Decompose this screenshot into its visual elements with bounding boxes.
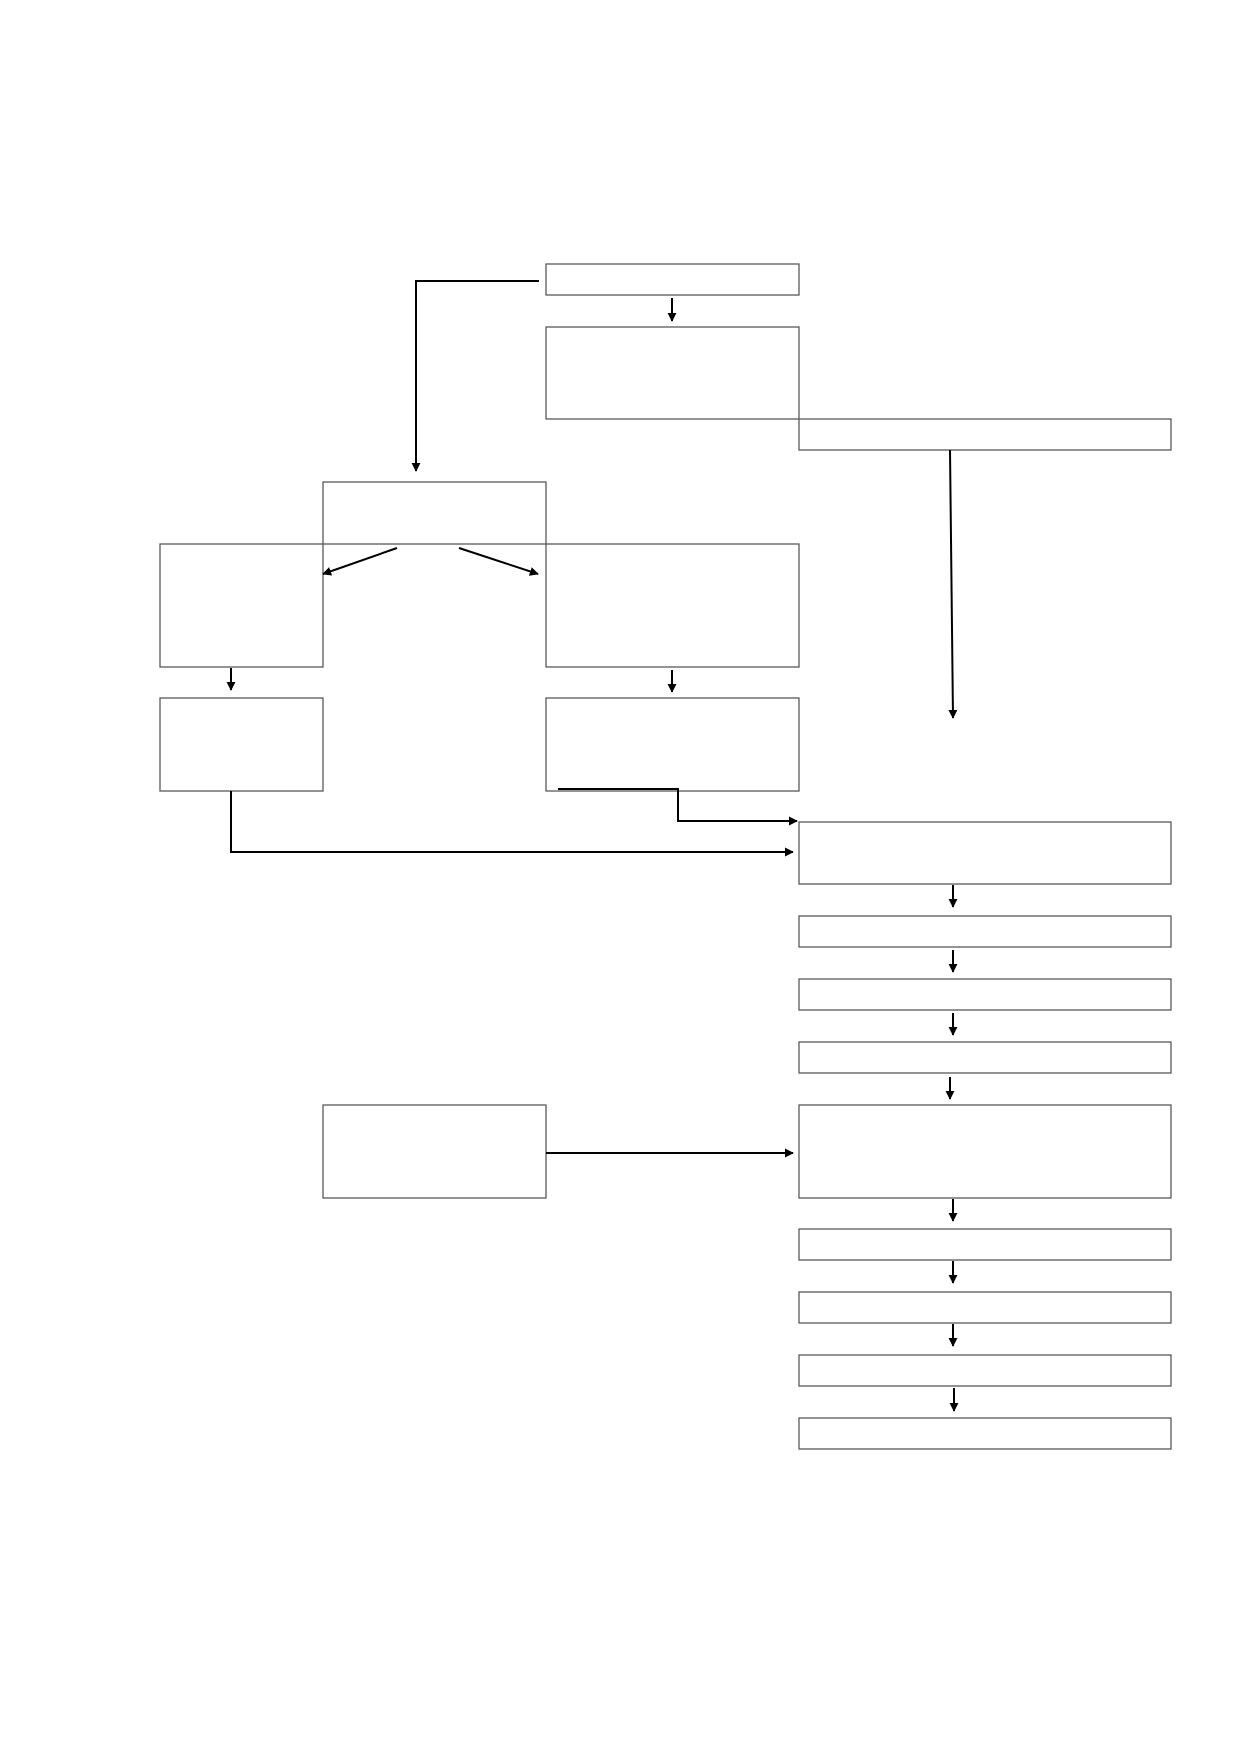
arrow-split-to-right-a [458, 547, 539, 576]
arrow-start-to-split [411, 280, 539, 472]
arrow-left-b-to-merge [230, 791, 794, 857]
node-left-a [159, 543, 324, 668]
node-step-6 [798, 1291, 1172, 1324]
node-step-2 [798, 978, 1172, 1011]
node-input [322, 1104, 547, 1199]
node-right-branch [798, 418, 1172, 451]
arrow-right-branch-down [948, 449, 958, 719]
node-merge [798, 821, 1172, 885]
node-right-a [545, 543, 800, 668]
node-start [545, 263, 800, 296]
node-split [322, 481, 547, 545]
node-end [798, 1417, 1172, 1450]
node-left-b [159, 697, 324, 792]
node-second [545, 326, 800, 420]
node-step-4 [798, 1104, 1172, 1199]
node-step-5 [798, 1228, 1172, 1261]
node-step-3 [798, 1041, 1172, 1074]
node-step-1 [798, 915, 1172, 948]
arrow-split-to-left-a [322, 547, 398, 576]
arrow-right-b-to-merge [558, 788, 798, 826]
node-right-b [545, 697, 800, 792]
node-step-7 [798, 1354, 1172, 1387]
